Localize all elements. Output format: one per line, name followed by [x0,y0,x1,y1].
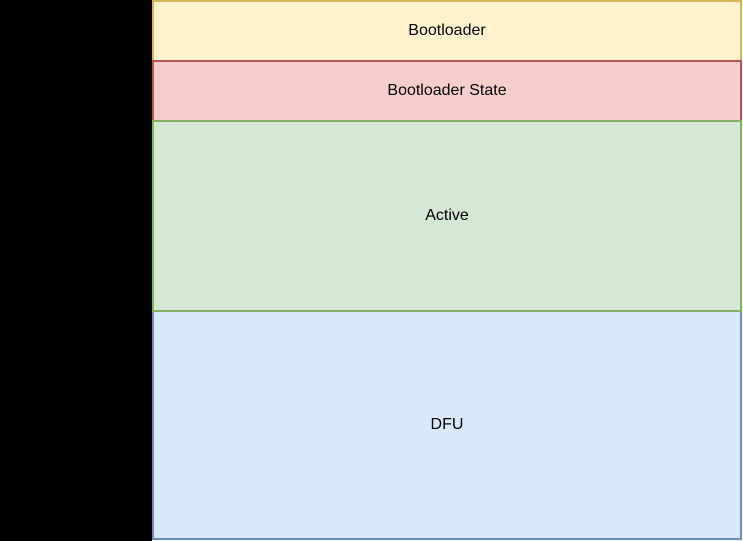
memory-block-label: Bootloader [408,22,486,39]
memory-block-label: Active [425,207,469,224]
memory-block-bootloader: Bootloader [152,0,742,62]
memory-block-active: Active [152,120,742,312]
memory-block-bootloader-state: Bootloader State [152,60,742,122]
black-region [0,0,152,541]
memory-block-dfu: DFU [152,310,742,540]
memory-block-label: DFU [430,416,464,433]
memory-block-label: Bootloader State [387,82,507,99]
